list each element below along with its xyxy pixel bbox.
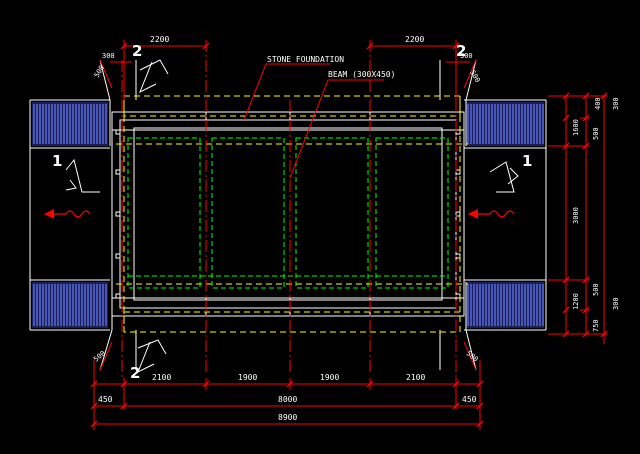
footing-outline	[116, 95, 468, 333]
hatch-left-bottom	[32, 282, 108, 328]
dim-bottom-right-500: 500	[465, 349, 480, 363]
dim-bottom-2100-left: 2100	[152, 373, 171, 382]
dim-right-300-bottom: 300	[612, 297, 620, 310]
dim-right-1200: 1200	[572, 293, 580, 310]
arrow-heads	[44, 209, 478, 219]
hatch-left-top	[32, 102, 108, 146]
stone-foundation-label: STONE FOUNDATION	[267, 55, 344, 64]
dim-right-750: 750	[592, 319, 600, 332]
dim-right-400: 400	[594, 97, 602, 110]
section-mark-top-left: 2	[132, 42, 142, 60]
anchor-bolts	[115, 129, 461, 299]
column-pads	[127, 137, 449, 289]
dim-right-3000: 3000	[572, 207, 580, 224]
dim-bottom-left-500: 500	[92, 349, 107, 363]
dim-right-500-bottom: 500	[592, 283, 600, 296]
dim-top-right-2200: 2200	[405, 35, 424, 44]
structure-outline	[29, 59, 547, 371]
axis-lines	[121, 40, 457, 380]
dimension-lines	[93, 40, 608, 430]
dim-top-left-2200: 2200	[150, 35, 169, 44]
flow-arrows	[48, 210, 515, 218]
dim-right-500-top: 500	[592, 127, 600, 140]
dim-bottom-1900-right: 1900	[320, 373, 339, 382]
dim-bottom-450-left: 450	[98, 395, 113, 404]
label-leaders	[243, 63, 384, 179]
section-mark-mid-left: 1	[52, 152, 62, 170]
dim-bottom-1900-left: 1900	[238, 373, 257, 382]
dim-bottom-450-right: 450	[462, 395, 477, 404]
dim-bottom-8900-outer: 8900	[278, 413, 297, 422]
beam-label: BEAM (300X450)	[328, 70, 395, 79]
section-mark-bottom-left: 2	[130, 364, 140, 382]
section-cut-symbols	[65, 59, 519, 374]
dim-top-left-300: 300	[102, 52, 115, 60]
dim-right-300-top: 300	[612, 97, 620, 110]
hatch-right-bottom	[466, 282, 544, 328]
dim-bottom-8000-inner: 8000	[278, 395, 297, 404]
section-mark-mid-right: 1	[522, 152, 532, 170]
hatch-right-top	[466, 102, 544, 146]
dimension-ticks	[90, 42, 608, 428]
dim-right-1600: 1600	[572, 119, 580, 136]
dim-top-right-300: 300	[460, 52, 473, 60]
dim-bottom-2100-right: 2100	[406, 373, 425, 382]
section-mark-top-right: 2	[456, 42, 466, 60]
